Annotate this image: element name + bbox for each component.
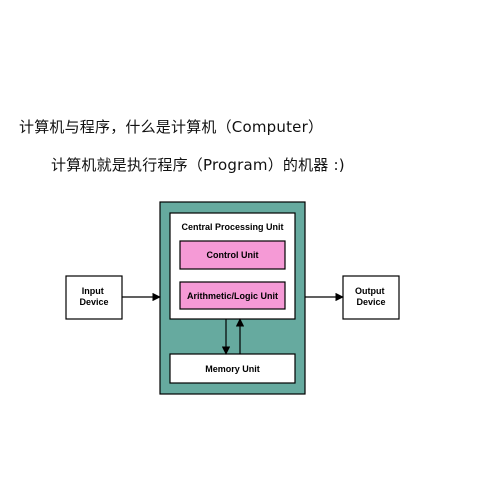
input-device-box bbox=[65, 275, 123, 320]
output-device-box bbox=[342, 275, 400, 320]
memory-unit-label: Memory Unit bbox=[205, 364, 260, 374]
output-device-line-1: Output bbox=[355, 286, 385, 296]
input-device-label: Input Device bbox=[79, 286, 108, 307]
memory-unit-box bbox=[169, 353, 296, 384]
page-heading: 计算机与程序，什么是计算机（Computer） bbox=[19, 118, 324, 136]
page-subheading: 计算机就是执行程序（Program）的机器 :) bbox=[51, 156, 345, 174]
alu-box bbox=[179, 281, 286, 310]
output-device-label: Output Device bbox=[355, 286, 387, 307]
alu-label: Arithmetic/Logic Unit bbox=[187, 291, 278, 301]
output-device-line-2: Device bbox=[356, 297, 385, 307]
cpu-title: Central Processing Unit bbox=[181, 222, 283, 232]
input-device-line-2: Device bbox=[79, 297, 108, 307]
control-unit-box bbox=[179, 240, 286, 270]
input-device-line-1: Input bbox=[82, 286, 104, 296]
control-unit-label: Control Unit bbox=[207, 250, 259, 260]
